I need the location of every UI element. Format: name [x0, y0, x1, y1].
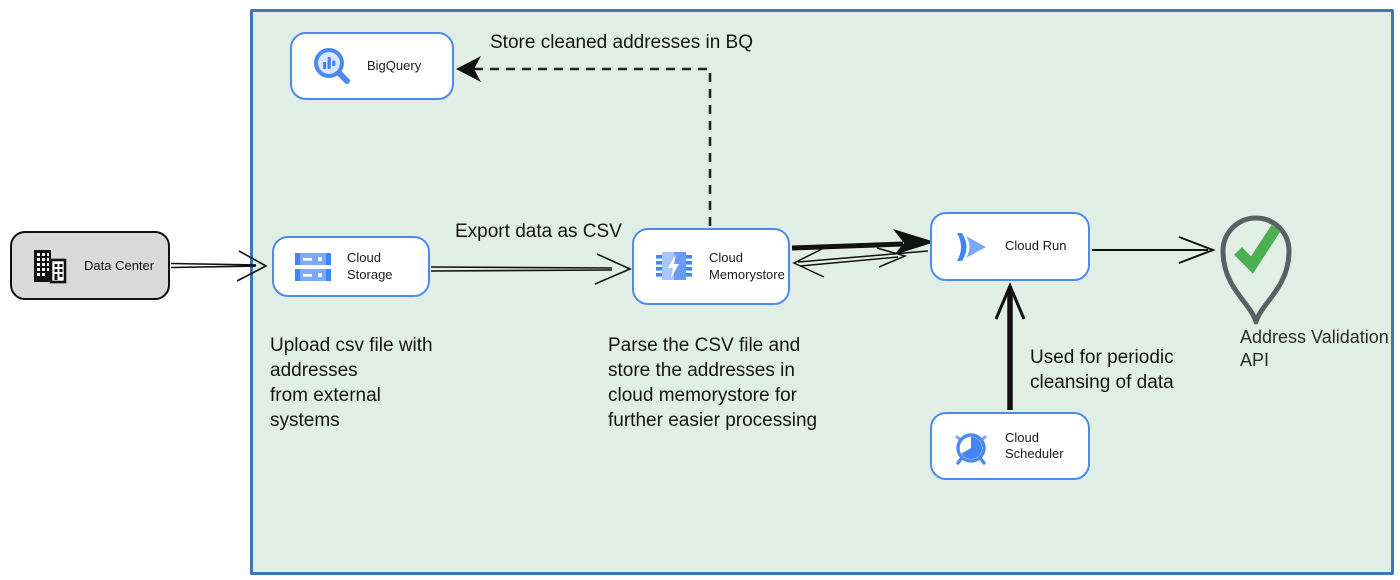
cloud-storage-icon: [295, 252, 331, 281]
node-label: Data Center: [84, 258, 155, 273]
node-bigquery[interactable]: BigQuery: [290, 32, 454, 100]
annotation-upload-csv: Upload csv file with addresses from exte…: [270, 335, 433, 431]
annotation-periodic-cleansing: Used for periodic cleansing of data: [1030, 347, 1174, 393]
node-label: Cloud Memorystore: [709, 250, 785, 282]
node-cloud-storage[interactable]: Cloud Storage: [272, 236, 430, 297]
bigquery-icon: [314, 48, 350, 84]
node-data-center[interactable]: Data Center: [10, 231, 170, 300]
annotation-export-csv: Export data as CSV: [455, 221, 622, 242]
node-label: Cloud Run: [1005, 238, 1067, 254]
memorystore-chip-icon: [656, 251, 692, 280]
node-cloud-run[interactable]: Cloud Run: [930, 212, 1090, 281]
node-label: Cloud Storage: [347, 250, 393, 282]
node-cloud-scheduler[interactable]: Cloud Scheduler: [930, 412, 1090, 480]
gcp-boundary-region: [250, 9, 1394, 575]
annotation-parse-csv: Parse the CSV file and store the address…: [608, 335, 818, 431]
scheduler-clock-icon: [955, 433, 987, 465]
node-label: Cloud Scheduler: [1005, 429, 1064, 461]
node-cloud-memorystore[interactable]: Cloud Memorystore: [632, 228, 790, 305]
building-icon: [34, 249, 67, 283]
address-validation-label: Address Validation API: [1240, 327, 1389, 370]
annotation-store-bq: Store cleaned addresses in BQ: [490, 32, 753, 53]
node-label: BigQuery: [367, 57, 422, 73]
cloud-run-icon: [957, 232, 986, 261]
